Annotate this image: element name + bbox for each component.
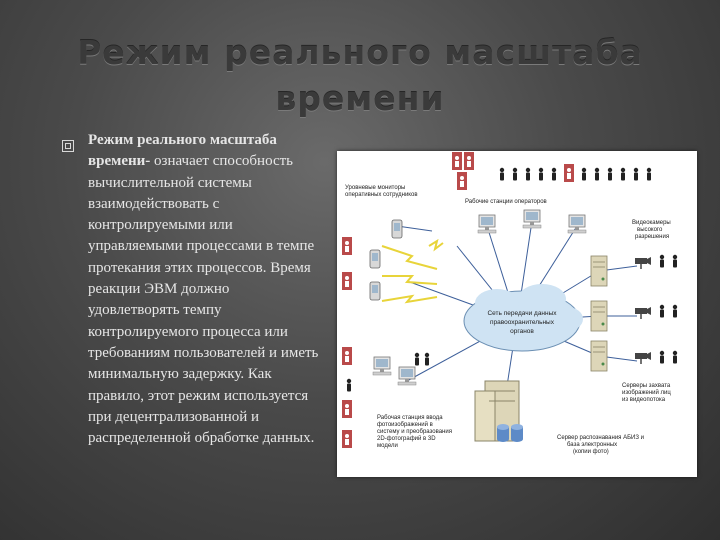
- left-users-icon: [342, 219, 430, 448]
- label-input-3: систему и преобразования: [377, 429, 452, 435]
- slide-body-text: Режим реального масштаба времени- означа…: [88, 130, 324, 449]
- label-db-1: Сервер распознавания АБИЗ и: [557, 435, 644, 441]
- label-input-1: Рабочая станция ввода: [377, 415, 443, 421]
- label-input-2: фотоизображений в: [377, 421, 433, 428]
- label-cameras-3: разрешения: [635, 234, 669, 240]
- cloud-label-2: правоохранительных: [490, 319, 555, 326]
- slide-title-line-2: времени: [275, 79, 445, 118]
- capture-servers-icon: [590, 255, 608, 372]
- network-diagram: Сеть передачи данных правоохранительных …: [337, 151, 697, 477]
- cloud-label-1: Сеть передачи данных: [487, 310, 557, 317]
- slide-title-line-1: Режим реального масштаба: [77, 33, 643, 72]
- label-servers-1: Серверы захвата: [622, 383, 671, 389]
- label-input-4: 2D-фотографий в 3D: [377, 435, 436, 442]
- cloud-label-3: органов: [510, 328, 534, 335]
- label-monitors-1: Уровневые мониторы: [345, 185, 405, 191]
- label-servers-2: изображений лиц: [622, 389, 671, 396]
- label-db-3: (копии фото): [573, 449, 609, 455]
- operators-row-icon: [452, 152, 652, 190]
- label-monitors-2: оперативных сотрудников: [345, 192, 418, 198]
- slide-title: Режим реального масштаба времени: [60, 30, 660, 122]
- bullet-icon: [62, 140, 74, 152]
- cloud-network-icon: [463, 284, 583, 352]
- body-definition: означает способность вычислительной сист…: [88, 153, 319, 447]
- label-cameras-1: Видеокамеры: [632, 220, 671, 226]
- recognition-server-icon: [474, 380, 523, 442]
- label-servers-3: из видеопотока: [622, 397, 666, 403]
- label-input-5: модели: [377, 443, 398, 449]
- label-cameras-2: высокого: [637, 227, 663, 233]
- wireless-links: [381, 238, 444, 304]
- label-db-2: база электронных: [567, 442, 617, 448]
- body-term: Режим реального масштаба времени-: [88, 132, 277, 170]
- label-operator-ws: Рабочие станции операторов: [465, 199, 547, 205]
- operator-workstations-icon: [477, 209, 587, 234]
- cameras-icon: [634, 254, 678, 365]
